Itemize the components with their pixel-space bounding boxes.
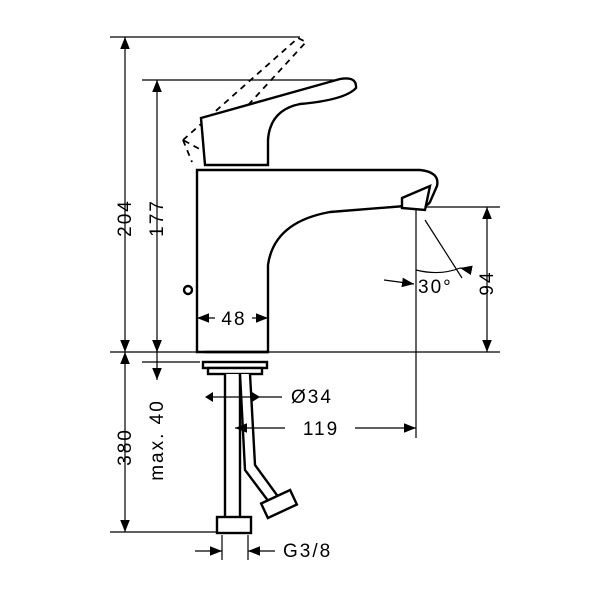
lever [199,77,358,167]
dim-48: 48 [221,309,246,330]
dim-diameter-34: Ø34 [291,387,333,408]
faucet-body [181,36,439,354]
dim-94: 94 [477,270,498,295]
dim-119: 119 [303,419,339,440]
dim-204: 204 [115,199,136,237]
lever-raised-outline [181,36,308,154]
hose-connector-left [215,515,253,535]
dim-380: 380 [115,428,136,466]
hose-connector-right [259,488,299,520]
dim-177: 177 [147,199,168,237]
dimension-lines [120,37,492,556]
mounting-hardware [201,360,299,535]
pop-up-knob [182,284,194,296]
dim-g3-8: G3/8 [283,541,332,562]
extension-lines [110,36,500,560]
dim-max-40: max. 40 [147,399,168,481]
dim-angle-30: 30° [418,277,453,298]
